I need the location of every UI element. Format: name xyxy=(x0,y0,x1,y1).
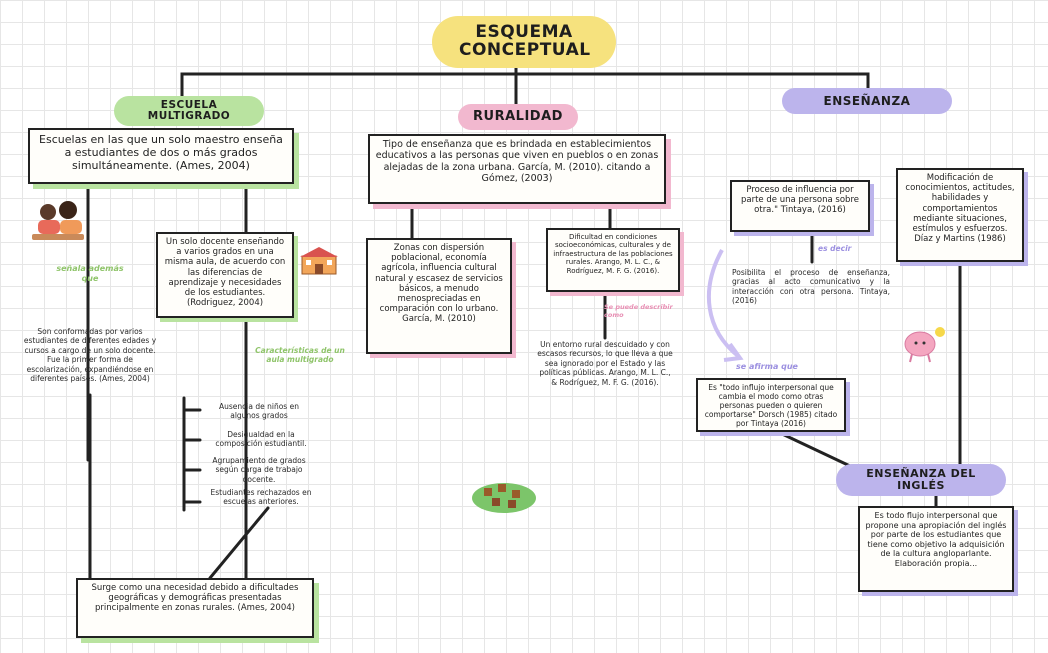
ensenanza-modificacion-text: Modificación de conocimientos, actitudes… xyxy=(905,173,1015,245)
caract-bracket xyxy=(182,396,202,512)
ruralidad-definition-box: Tipo de enseñanza que es brindada en est… xyxy=(368,134,666,204)
ingles-title: ENSEÑANZA DEL INGLÉS xyxy=(866,467,976,492)
ensenanza-influjo-text: Es "todo influjo interpersonal que cambi… xyxy=(704,383,838,428)
ruralidad-connector: Se puede describir como xyxy=(604,303,673,319)
ensenanza-proceso-text: Proceso de influencia por parte de una p… xyxy=(741,185,859,216)
ruralidad-definition-text: Tipo de enseñanza que es brindada en est… xyxy=(375,139,659,185)
ruralidad-dificultad-box: Dificultad en condiciones socioeconómica… xyxy=(546,228,680,292)
ingles-definition-box: Es todo flujo interpersonal que propone … xyxy=(858,506,1014,592)
top-branch-line xyxy=(180,72,870,102)
students-illustration xyxy=(32,201,84,240)
ruralidad-pill: RURALIDAD xyxy=(458,104,578,130)
ruralidad-title: RURALIDAD xyxy=(473,109,563,125)
ingles-pill: ENSEÑANZA DEL INGLÉS xyxy=(836,464,1006,496)
ensenanza-posibilita-text: Posibilita el proceso de enseñanza, grac… xyxy=(732,268,890,306)
caract-item-3: Agrupamiento de grados según carga de tr… xyxy=(212,456,306,484)
escuela-surge-box: Surge como una necesidad debido a dificu… xyxy=(76,578,314,638)
ensenanza-title: ENSEÑANZA xyxy=(823,93,911,108)
caract-item-1: Ausencia de niños en algunos grados xyxy=(219,402,299,421)
ensenanza-esdecir-connector: es decir xyxy=(818,244,852,253)
escuela-definition-text: Escuelas en las que un solo maestro ense… xyxy=(39,133,283,173)
line-influjo-ingles xyxy=(776,430,852,468)
ensenanza-modificacion-box: Modificación de conocimientos, actitudes… xyxy=(896,168,1024,262)
escuela-surge-text: Surge como una necesidad debido a dificu… xyxy=(91,583,299,614)
curved-arrow xyxy=(706,249,740,358)
escuela-definition-box: Escuelas en las que un solo maestro ense… xyxy=(28,128,294,184)
line-to-surge xyxy=(88,393,270,580)
ruralidad-dificultad-text: Dificultad en condiciones socioeconómica… xyxy=(553,233,673,275)
village-illustration xyxy=(472,483,536,513)
ensenanza-afirma-connector: se afirma que xyxy=(736,362,798,371)
brain-illustration xyxy=(904,327,945,363)
escuela-docente-text: Un solo docente enseñando a varios grado… xyxy=(164,237,286,309)
ensenanza-influjo-box: Es "todo influjo interpersonal que cambi… xyxy=(696,378,846,432)
escuela-title: ESCUELA MULTIGRADO xyxy=(147,98,231,122)
ruralidad-zonas-box: Zonas con dispersión poblacional, econom… xyxy=(366,238,512,354)
ensenanza-pill: ENSEÑANZA xyxy=(782,88,952,114)
escuela-conformadas-text: Son conformadas por varios estudiantes d… xyxy=(23,327,157,383)
ensenanza-proceso-box: Proceso de influencia por parte de una p… xyxy=(730,180,870,232)
school-icon xyxy=(300,247,338,275)
ruralidad-zonas-text: Zonas con dispersión poblacional, econom… xyxy=(375,243,503,325)
escuela-pill: ESCUELA MULTIGRADO xyxy=(114,96,264,126)
caracteristicas-label: Características de un aula multigrado xyxy=(255,346,345,364)
caract-item-2: Desigualdad en la composición estudianti… xyxy=(215,430,307,449)
title-pill: ESQUEMA CONCEPTUAL xyxy=(432,16,616,68)
ingles-definition-text: Es todo flujo interpersonal que propone … xyxy=(865,511,1007,568)
escuela-connector: señala además que xyxy=(56,264,124,283)
page-title: ESQUEMA CONCEPTUAL xyxy=(459,22,591,60)
escuela-docente-box: Un solo docente enseñando a varios grado… xyxy=(156,232,294,318)
ruralidad-entorno-text: Un entorno rural descuidado y con escaso… xyxy=(537,340,673,387)
caract-item-4: Estudiantes rechazados en escuelas anter… xyxy=(210,488,312,507)
